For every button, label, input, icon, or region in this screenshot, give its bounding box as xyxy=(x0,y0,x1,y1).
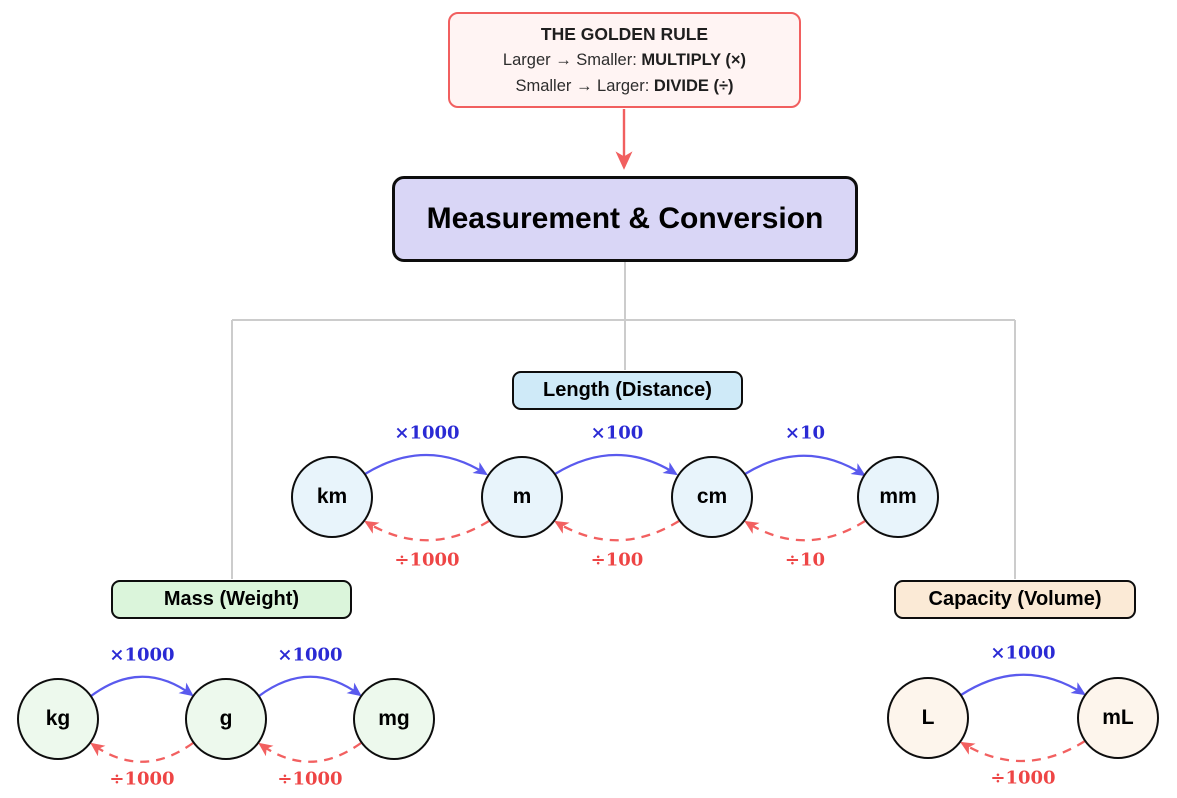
main-title-box: Measurement & Conversion xyxy=(392,176,858,262)
divide-arc-mg-g xyxy=(258,742,362,763)
golden-rule-box: THE GOLDEN RULE Larger → Smaller: MULTIP… xyxy=(448,12,801,108)
golden-rule-line2-prefix: Smaller → Larger: xyxy=(515,77,654,95)
divide-label-cm-m: ÷100 xyxy=(590,549,644,571)
section-header-capacity: Capacity (Volume) xyxy=(894,580,1136,619)
multiply-arc-g-mg xyxy=(258,675,362,697)
divide-label-mL-L: ÷1000 xyxy=(990,767,1056,789)
section-header-mass: Mass (Weight) xyxy=(111,580,352,619)
golden-rule-line2-bold: DIVIDE (÷) xyxy=(653,77,734,95)
multiply-label-cm-mm: ×10 xyxy=(784,422,826,444)
multiply-label-L-mL: ×1000 xyxy=(990,642,1056,664)
unit-circle-cm: cm xyxy=(671,456,753,538)
golden-rule-line1-prefix: Larger → Smaller: xyxy=(502,51,642,69)
unit-circle-m: m xyxy=(481,456,563,538)
multiply-arc-L-mL xyxy=(960,673,1086,696)
divide-label-mm-cm: ÷10 xyxy=(784,549,826,571)
unit-circle-mg: mg xyxy=(353,678,435,760)
unit-circle-L: L xyxy=(887,677,969,759)
golden-rule-title: THE GOLDEN RULE xyxy=(540,24,709,44)
divide-label-m-km: ÷1000 xyxy=(394,549,460,571)
unit-circle-mm: mm xyxy=(857,456,939,538)
divide-arc-mL-L xyxy=(960,740,1086,763)
multiply-label-g-mg: ×1000 xyxy=(277,644,343,666)
multiply-arc-cm-mm xyxy=(744,454,866,477)
multiply-arc-kg-g xyxy=(90,675,194,697)
unit-circle-kg: kg xyxy=(17,678,99,760)
multiply-arc-m-cm xyxy=(554,453,678,476)
divide-arc-mm-cm xyxy=(744,520,866,542)
multiply-label-km-m: ×1000 xyxy=(394,422,460,444)
golden-rule-line-divide: Smaller → Larger: DIVIDE (÷) xyxy=(515,73,733,99)
section-header-length: Length (Distance) xyxy=(512,371,743,410)
golden-rule-line-multiply: Larger → Smaller: MULTIPLY (×) xyxy=(503,47,746,73)
unit-circle-g: g xyxy=(185,678,267,760)
multiply-label-m-cm: ×100 xyxy=(590,422,644,444)
multiply-arc-km-m xyxy=(364,453,488,476)
multiply-label-kg-g: ×1000 xyxy=(109,644,175,666)
unit-circle-mL: mL xyxy=(1077,677,1159,759)
divide-label-g-kg: ÷1000 xyxy=(109,768,175,790)
divide-label-mg-g: ÷1000 xyxy=(277,768,343,790)
divide-arc-cm-m xyxy=(554,520,680,542)
divide-arc-g-kg xyxy=(90,742,194,763)
unit-circle-km: km xyxy=(291,456,373,538)
golden-rule-line1-bold: MULTIPLY (×) xyxy=(641,51,747,69)
divide-arc-m-km xyxy=(364,520,490,542)
